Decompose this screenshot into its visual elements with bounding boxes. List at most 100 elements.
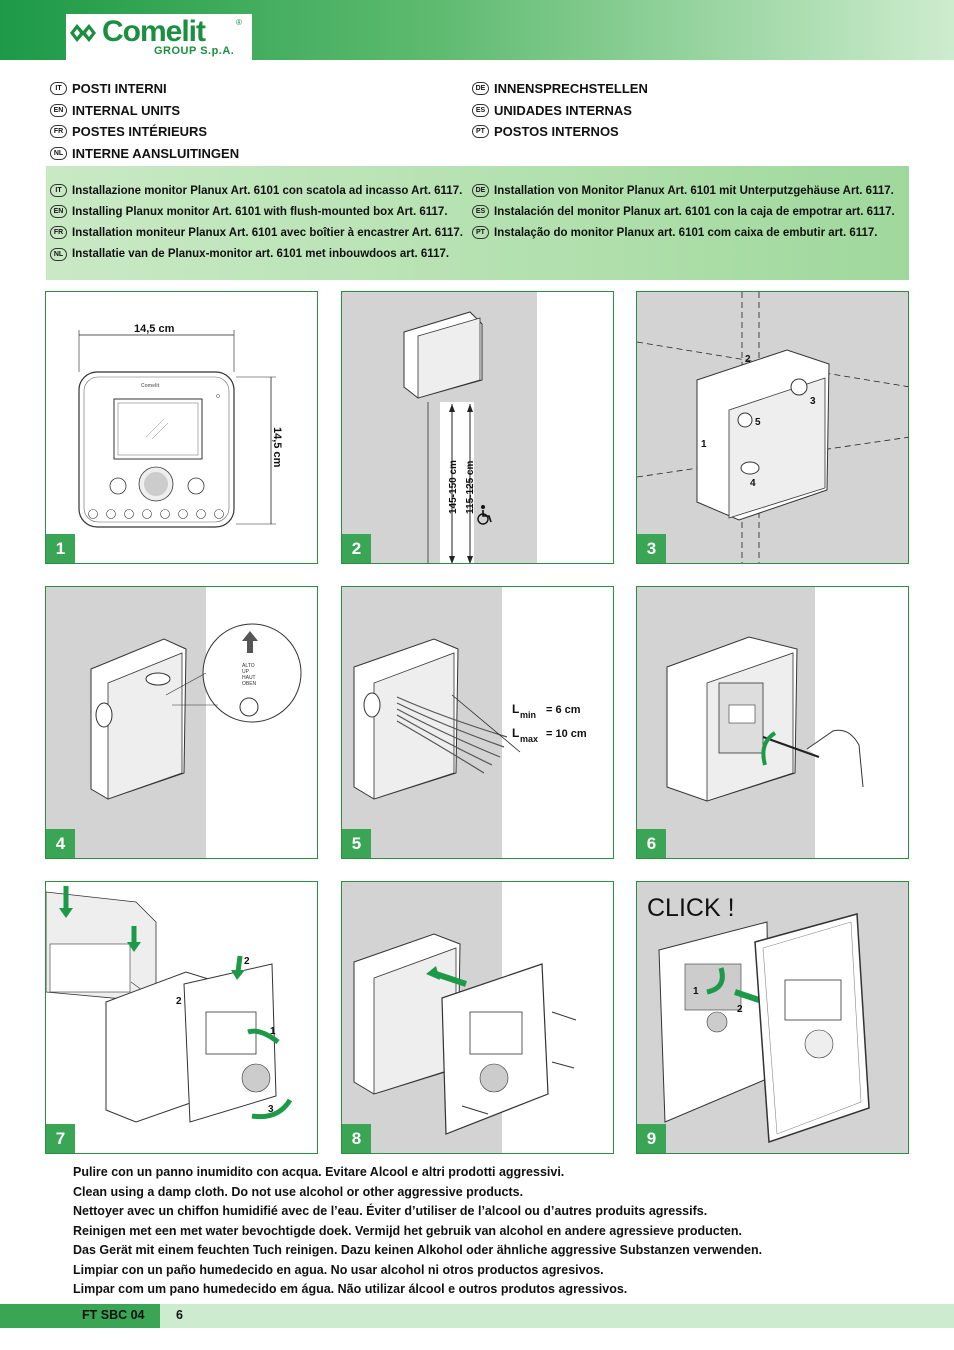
width-dimension-label: 14,5 cm (134, 323, 175, 335)
step-panel-6: 6 (636, 586, 909, 859)
cleaning-line: Nettoyer avec un chiffon humidifié avec … (73, 1204, 708, 1218)
install-text: Installation moniteur Planux Art. 6101 a… (72, 226, 463, 239)
lmax-sub: max (520, 734, 538, 744)
document-code: FT SBC 04 (82, 1308, 145, 1322)
install-text: Installing Planux monitor Art. 6101 with… (72, 205, 448, 218)
lmin-L: L (512, 702, 519, 716)
lmax-L: L (512, 726, 519, 740)
step-number: 6 (637, 829, 666, 858)
step-label-2: 2 (737, 1004, 743, 1015)
lang-badge: PT (472, 226, 489, 240)
install-text: Installatie van de Planux-monitor art. 6… (72, 248, 450, 261)
lang-badge: EN (50, 205, 67, 219)
title-text: INTERNAL UNITS (72, 102, 181, 118)
step-number: 4 (46, 829, 75, 858)
cleaning-line: Das Gerät mit einem feuchten Tuch reinig… (73, 1243, 763, 1257)
lang-badge: EN (50, 103, 67, 117)
brand-registered: ® (236, 18, 242, 27)
page-number: 6 (176, 1308, 183, 1322)
cleaning-line: Reinigen met een met water bevochtigde d… (73, 1223, 742, 1238)
lmax-value: = 10 cm (546, 728, 587, 740)
cleaning-line: Pulire con un panno inumidito con acqua.… (73, 1165, 565, 1179)
step-number: 5 (342, 829, 371, 858)
brand-logo: Comelit ® GROUP S.p.A. (66, 14, 252, 60)
cleaning-instructions: Pulire con un panno inumidito con acqua.… (73, 1163, 762, 1300)
install-row: NL Installatie van de Planux-monitor art.… (50, 244, 463, 265)
knockout-label-5: 5 (755, 417, 761, 428)
step-panel-1: 14,5 cm 14,5 cm Comelit 1 (45, 291, 318, 564)
install-row: DE Installation von Monitor Planux Art. 6… (472, 180, 895, 201)
step-panel-3: 1 2 3 4 5 3 (636, 291, 909, 564)
step-number: 8 (342, 1124, 371, 1153)
knockout-label-3: 3 (810, 396, 816, 407)
height-range-1-label: 145-150 cm (448, 460, 459, 514)
lang-badge: FR (50, 125, 67, 139)
install-text: Installation von Monitor Planux Art. 610… (494, 184, 894, 197)
step-panel-8: 8 (341, 881, 614, 1154)
step-number: 9 (637, 1124, 666, 1153)
title-text: INNENSPRECHSTELLEN (494, 81, 648, 97)
lang-badge: DE (472, 82, 489, 96)
screw-fixing-illustration (353, 933, 577, 1135)
mounting-height-illustration: 145-150 cm 115-125 cm (403, 311, 492, 563)
step-panel-4: ALTO UP HAUT OBEN 4 (45, 586, 318, 859)
knockout-label-2: 2 (745, 354, 751, 365)
install-row: FR Installation moniteur Planux Art. 6101… (50, 222, 463, 243)
lang-badge: NL (50, 247, 67, 261)
title-text: POSTOS INTERNOS (494, 124, 619, 140)
orientation-label-haut: HAUT (242, 675, 256, 681)
step-panel-9: CLICK ! 1 2 9 (636, 881, 909, 1154)
lang-badge: IT (50, 82, 67, 96)
knockout-label-1: 1 (701, 439, 707, 450)
brand-group: GROUP S.p.A. (154, 45, 235, 57)
lang-badge: DE (472, 184, 489, 198)
comelit-mark-icon (70, 24, 96, 42)
device-logo-label: Comelit (141, 383, 160, 389)
title-row: EN INTERNAL UNITS (50, 100, 239, 122)
lang-badge: PT (472, 125, 489, 139)
lang-badge: IT (50, 184, 67, 198)
cable-length-illustration: L min = 6 cm L max = 10 cm (353, 638, 587, 800)
install-text: Installazione monitor Planux Art. 6101 c… (72, 184, 463, 197)
cleaning-line: Limpar com um pano humedecido em água. N… (73, 1282, 628, 1296)
orientation-label-up: UP (242, 669, 250, 675)
lmin-value: = 6 cm (546, 704, 581, 716)
wiring-illustration (666, 636, 864, 802)
step-number: 7 (46, 1124, 75, 1153)
install-row: PT Instalação do monitor Planux art. 6101… (472, 222, 895, 243)
orientation-label-oben: OBEN (242, 681, 257, 687)
footer-bar: FT SBC 04 6 (0, 1304, 954, 1328)
step-number: 1 (46, 534, 75, 563)
title-row: FR POSTES INTÉRIEURS (50, 121, 239, 143)
wheelchair-icon (477, 505, 492, 525)
mount-bracket-illustration: 1 2 2 3 (46, 886, 293, 1123)
knockouts-illustration: 1 2 3 4 5 (637, 292, 908, 563)
orientation-label-alto: ALTO (242, 663, 255, 669)
click-label: CLICK ! (647, 894, 735, 922)
lang-badge: NL (50, 146, 67, 160)
step-label-1: 1 (270, 1026, 276, 1037)
lang-badge: FR (50, 226, 67, 240)
step-panel-7: 1 2 2 3 7 (45, 881, 318, 1154)
step-label-2b: 2 (176, 996, 182, 1007)
height-range-2-label: 115-125 cm (465, 461, 476, 514)
step-panel-5: L min = 6 cm L max = 10 cm 5 (341, 586, 614, 859)
title-text: POSTES INTÉRIEURS (72, 124, 208, 140)
step-number: 2 (342, 534, 371, 563)
install-text: Instalação do monitor Planux art. 6101 c… (494, 226, 878, 239)
monitor-dimensions-illustration: 14,5 cm 14,5 cm Comelit (78, 323, 283, 528)
title-text: UNIDADES INTERNAS (494, 102, 632, 118)
footer-tag (0, 1304, 160, 1328)
monitor-click-illustration: CLICK ! 1 2 (647, 894, 870, 1144)
cleaning-line: Limpiar con un paño humedecido en agua. … (73, 1262, 604, 1277)
install-right: DE Installation von Monitor Planux Art. 6… (472, 180, 895, 244)
brand-name: Comelit (102, 15, 206, 48)
step-label-3: 3 (268, 1104, 274, 1115)
install-row: IT Installazione monitor Planux Art. 6101… (50, 180, 463, 201)
box-orientation-illustration: ALTO UP HAUT OBEN (90, 623, 302, 800)
step-panel-2: 145-150 cm 115-125 cm 2 (341, 291, 614, 564)
install-row: EN Installing Planux monitor Art. 6101 wi… (50, 201, 463, 222)
